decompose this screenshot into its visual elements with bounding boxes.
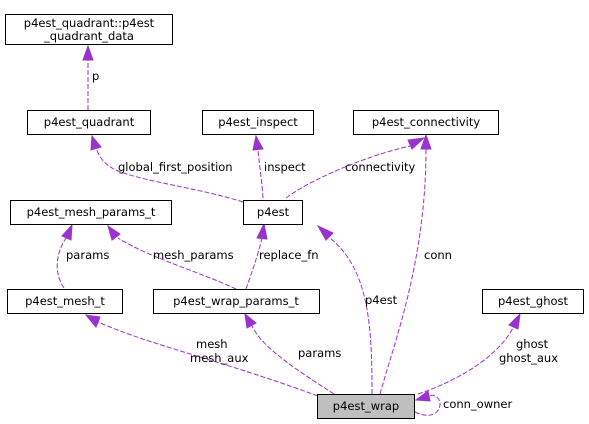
edge-label-ghost-aux: ghost_aux — [499, 351, 558, 365]
node-quadrant-data-line2: _quadrant_data — [43, 29, 134, 43]
node-quadrant[interactable]: p4est_quadrant — [27, 110, 151, 135]
edge-label-p4est: p4est — [365, 293, 398, 307]
edge-conn: conn — [379, 133, 452, 395]
node-wrap-params[interactable]: p4est_wrap_params_t — [153, 289, 320, 314]
edge-mesh-params: mesh_params — [107, 224, 237, 290]
edge-label-ghost: ghost — [516, 337, 549, 351]
arrowhead — [82, 44, 94, 61]
edge-label-wrap-params: params — [298, 346, 341, 360]
edge-label-conn-owner: conn_owner — [443, 397, 512, 411]
edge-label-params: params — [66, 248, 109, 262]
edge-p: p — [82, 44, 99, 110]
edge-ghost: ghost ghost_aux — [417, 312, 558, 395]
edge-label-mesh-params: mesh_params — [153, 248, 234, 262]
arrowhead — [420, 133, 432, 150]
arrowhead — [244, 312, 257, 329]
arrowhead — [252, 134, 264, 151]
arrowhead — [407, 137, 426, 150]
node-quadrant-data-line1: p4est_quadrant::p4est — [24, 16, 155, 30]
arrowhead — [84, 314, 101, 328]
edge-label-global-first-position: global_first_position — [118, 160, 233, 174]
node-mesh[interactable]: p4est_mesh_t — [7, 289, 123, 314]
node-inspect[interactable]: p4est_inspect — [202, 110, 314, 135]
node-ghost[interactable]: p4est_ghost — [482, 289, 584, 314]
edge-replace-fn: replace_fn — [245, 222, 319, 290]
edge-label-replace-fn: replace_fn — [259, 248, 319, 262]
edge-label-mesh-aux: mesh_aux — [190, 351, 249, 365]
node-p4est-label: p4est — [257, 205, 290, 219]
edges: p global_first_position inspect connecti… — [56, 44, 558, 416]
arrowhead — [256, 222, 268, 240]
arrowhead — [508, 312, 521, 330]
edge-conn-owner: conn_owner — [414, 390, 512, 416]
arrowhead — [316, 224, 334, 241]
arrowhead — [414, 390, 431, 402]
arrowhead — [90, 134, 102, 151]
node-connectivity[interactable]: p4est_connectivity — [353, 110, 499, 135]
edge-label-conn: conn — [424, 248, 452, 262]
node-wrap-label: p4est_wrap — [333, 399, 399, 413]
node-wrap-params-label: p4est_wrap_params_t — [173, 294, 299, 308]
edge-params: params — [56, 223, 109, 289]
node-ghost-label: p4est_ghost — [498, 294, 569, 308]
nodes: p4est_quadrant::p4est _quadrant_data p4e… — [5, 14, 584, 419]
edge-global-first-position: global_first_position — [90, 134, 244, 203]
node-mesh-params[interactable]: p4est_mesh_params_t — [10, 200, 172, 225]
edge-inspect: inspect — [252, 134, 306, 199]
node-wrap[interactable]: p4est_wrap — [317, 394, 415, 419]
node-quadrant-label: p4est_quadrant — [44, 115, 135, 129]
edge-connectivity: connectivity — [285, 137, 426, 199]
edge-label-inspect: inspect — [264, 160, 306, 174]
node-inspect-label: p4est_inspect — [218, 115, 298, 129]
edge-label-p: p — [92, 69, 99, 83]
edge-mesh: mesh mesh_aux — [84, 314, 319, 397]
node-connectivity-label: p4est_connectivity — [372, 115, 480, 129]
arrowhead — [107, 224, 121, 241]
edge-wrap-params: params — [244, 312, 341, 395]
edge-label-mesh: mesh — [196, 337, 228, 351]
node-p4est[interactable]: p4est — [243, 200, 303, 225]
node-quadrant-data[interactable]: p4est_quadrant::p4est _quadrant_data — [5, 14, 173, 45]
edge-p4est: p4est — [316, 224, 398, 395]
arrowhead — [61, 223, 73, 241]
node-mesh-label: p4est_mesh_t — [25, 294, 105, 308]
edge-label-connectivity: connectivity — [345, 160, 416, 174]
node-mesh-params-label: p4est_mesh_params_t — [27, 205, 156, 219]
